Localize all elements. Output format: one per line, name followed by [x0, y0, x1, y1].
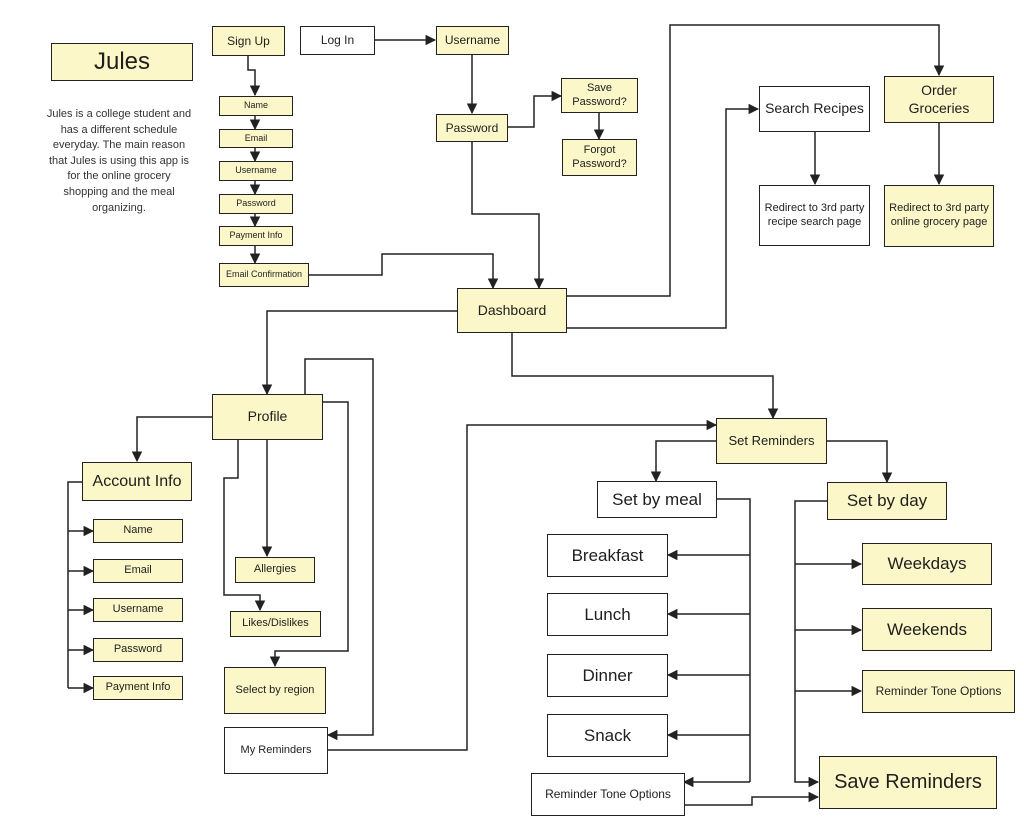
- edge-password-savepassword: [508, 90, 563, 128]
- profile-node[interactable]: Profile: [212, 394, 323, 440]
- order-groceries-node[interactable]: Order Groceries: [884, 76, 994, 123]
- account-username-node: Username: [93, 598, 183, 622]
- my-reminders-node[interactable]: My Reminders: [224, 727, 328, 774]
- set-by-meal-trunk: [717, 498, 751, 782]
- meal-tone-options-node: Reminder Tone Options: [531, 773, 685, 816]
- allergies-node: Allergies: [235, 557, 315, 583]
- edge-mealtone-save: [684, 791, 820, 806]
- signup-payment-node: Payment Info: [219, 226, 293, 246]
- day-tone-options-node: Reminder Tone Options: [862, 670, 1015, 713]
- weekends-node: Weekends: [862, 608, 992, 651]
- account-password-node: Password: [93, 638, 183, 662]
- set-by-day-node[interactable]: Set by day: [827, 482, 947, 520]
- edge-myreminders-setreminders: [327, 419, 718, 751]
- edge-signup-name: [247, 56, 261, 97]
- edge-dashboard-profile: [261, 310, 457, 396]
- likes-dislikes-node: Likes/Dislikes: [230, 611, 321, 637]
- account-info-node[interactable]: Account Info: [82, 462, 192, 501]
- account-email-node: Email: [93, 559, 183, 583]
- edge-dashboard-searchrecipes: [567, 103, 760, 329]
- edge-emailconfirm-dashboard: [309, 253, 499, 290]
- persona-name: Jules: [51, 43, 193, 81]
- grocery-redirect-node: Redirect to 3rd party online grocery pag…: [884, 185, 994, 247]
- breakfast-node: Breakfast: [547, 534, 668, 577]
- signup-username-node: Username: [219, 161, 293, 181]
- login-password-node: Password: [436, 114, 508, 142]
- edge-profile-accountinfo: [131, 416, 212, 463]
- set-by-meal-node[interactable]: Set by meal: [597, 481, 717, 518]
- signup-name-node: Name: [219, 96, 293, 116]
- weekdays-node: Weekdays: [862, 543, 992, 585]
- edge-dashboard-ordergroceries: [567, 24, 945, 297]
- edge-profile-region: [269, 401, 349, 668]
- forgot-password-node: Forgot Password?: [562, 139, 637, 176]
- save-password-node: Save Password?: [561, 78, 638, 113]
- recipe-redirect-node: Redirect to 3rd party recipe search page: [759, 185, 870, 246]
- account-payment-node: Payment Info: [93, 676, 183, 700]
- edge-setreminders-setbymeal: [650, 440, 716, 483]
- edge-profile-likes: [223, 440, 266, 612]
- save-reminders-node[interactable]: Save Reminders: [819, 756, 997, 809]
- account-name-node: Name: [93, 519, 183, 543]
- edge-password-dashboard: [471, 142, 545, 290]
- login-username-node: Username: [436, 26, 509, 55]
- edge-setreminders-setbyday: [827, 440, 893, 484]
- signup-email-node: Email: [219, 129, 293, 148]
- log-in-node[interactable]: Log In: [300, 26, 375, 55]
- snack-node: Snack: [547, 714, 668, 757]
- lunch-node: Lunch: [547, 593, 668, 636]
- sign-up-node[interactable]: Sign Up: [212, 26, 285, 56]
- signup-password-node: Password: [219, 194, 293, 214]
- edge-dashboard-setreminders: [511, 333, 779, 420]
- persona-description: Jules is a college student and has a dif…: [46, 108, 192, 214]
- edge-setbyday-saveremiders: [794, 500, 827, 788]
- search-recipes-node[interactable]: Search Recipes: [759, 86, 870, 132]
- account-info-trunk: [67, 481, 82, 688]
- select-by-region-node: Select by region: [224, 667, 326, 714]
- signup-email-confirmation-node: Email Confirmation: [219, 263, 309, 287]
- dinner-node: Dinner: [547, 654, 668, 697]
- dashboard-node[interactable]: Dashboard: [457, 288, 567, 333]
- set-reminders-node[interactable]: Set Reminders: [716, 418, 827, 464]
- edge-profile-myreminders: [304, 358, 374, 741]
